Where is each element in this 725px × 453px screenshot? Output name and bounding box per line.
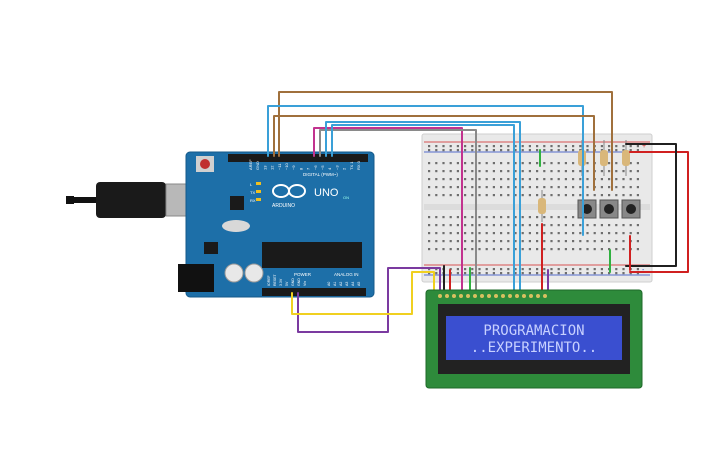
lcd-pin <box>480 294 484 298</box>
digital-pin-label: ~11 <box>277 163 282 170</box>
digital-pin-label: ~10 <box>284 162 289 170</box>
wire-blue-long <box>267 105 584 236</box>
wire-brown-2 <box>273 115 595 191</box>
digital-pin-label: TX 1 <box>349 161 354 170</box>
digital-pin-label: 7 <box>306 167 311 170</box>
analog-pin-label: A0 <box>327 282 331 286</box>
power-pin-label: Vin <box>303 281 307 286</box>
lcd-pin <box>494 294 498 298</box>
status-led <box>256 182 261 185</box>
lcd-pin <box>522 294 526 298</box>
reset-button[interactable] <box>200 159 210 169</box>
wires[interactable] <box>267 91 689 333</box>
power-pin-label: 3.3V <box>279 278 283 286</box>
lcd-pin <box>438 294 442 298</box>
led-label: L <box>250 182 253 187</box>
led-label: TX <box>250 190 255 195</box>
status-led <box>256 198 261 201</box>
digital-pin-label: 2 <box>342 167 347 170</box>
power-jack[interactable] <box>178 264 214 292</box>
lcd-line-2: ..EXPERIMENTO.. <box>471 340 597 356</box>
lcd-16x2[interactable]: PROGRAMACION ..EXPERIMENTO.. <box>425 289 643 389</box>
analog-pin-label: A5 <box>357 282 361 286</box>
lcd-pin <box>473 294 477 298</box>
digital-header <box>228 154 368 162</box>
digital-pin-label: ~3 <box>334 165 339 170</box>
led-label: RX <box>250 198 256 203</box>
digital-pin-label: AREF <box>248 159 253 170</box>
resistor-3[interactable] <box>622 140 630 176</box>
wire-black-gnd <box>625 143 677 267</box>
pushbutton-1[interactable] <box>577 199 597 219</box>
digital-pin-label: ~6 <box>313 165 318 170</box>
lcd-screen <box>446 316 622 360</box>
pushbutton-2[interactable] <box>599 199 619 219</box>
wire-brown-long <box>278 91 613 191</box>
resistor-4[interactable] <box>538 190 546 222</box>
status-led <box>256 190 261 193</box>
digital-label: DIGITAL (PWM~) <box>303 172 338 177</box>
rail-minus-label: - <box>642 267 645 274</box>
analog-pin-label: A4 <box>351 282 355 286</box>
wire-yellow <box>291 271 435 315</box>
digital-pin-label: 8 <box>298 167 303 170</box>
lcd-pin-header <box>438 294 547 298</box>
digital-pin-label: GND <box>255 161 260 170</box>
lcd-pin <box>536 294 540 298</box>
resistor-2[interactable] <box>600 140 608 176</box>
wire-purple <box>297 267 441 333</box>
power-pin-label: GND <box>297 278 301 286</box>
lcd-pin <box>501 294 505 298</box>
arduino-brand-text: ARDUINO <box>272 203 295 209</box>
power-label: POWER <box>294 272 312 277</box>
lcd-pin <box>515 294 519 298</box>
power-analog-header <box>262 288 366 296</box>
digital-pin-label: ~9 <box>291 165 296 170</box>
lcd-pin <box>445 294 449 298</box>
arduino-logo <box>272 184 306 198</box>
wire-red-vcc <box>629 151 689 273</box>
rail-plus-label: + <box>642 143 646 150</box>
lcd-pin <box>459 294 463 298</box>
analog-pin-label: A1 <box>333 282 337 286</box>
digital-pin-label: RX 0 <box>356 160 361 170</box>
lcd-line-1: PROGRAMACION <box>483 323 584 339</box>
digital-pin-label: 12 <box>270 165 275 170</box>
pushbutton-3[interactable] <box>621 199 641 219</box>
lcd-pin <box>452 294 456 298</box>
wire-magenta <box>313 127 463 291</box>
wire-blue-2 <box>325 121 521 291</box>
on-label: ON <box>343 195 349 200</box>
lcd-pin <box>466 294 470 298</box>
atmega-chip <box>262 242 362 268</box>
wire-blue-3 <box>331 124 515 291</box>
lcd-pin <box>543 294 547 298</box>
lcd-pin <box>508 294 512 298</box>
power-pin-label: 5V <box>285 281 289 286</box>
analog-pin-label: A2 <box>339 282 343 286</box>
digital-pin-label: 4 <box>327 167 332 170</box>
crystal <box>222 220 250 232</box>
lcd-pin <box>529 294 533 298</box>
power-pin-label: RESET <box>273 273 277 286</box>
power-pin-label: GND <box>291 278 295 286</box>
digital-pin-label: ~5 <box>320 165 325 170</box>
analog-label: ANALOG IN <box>334 272 359 277</box>
digital-pin-label: 13 <box>262 165 267 170</box>
arduino-model-text: UNO <box>314 187 339 199</box>
arduino-uno-board[interactable]: ARDUINO UNO DIGITAL (PWM~) POWER ANALOG … <box>178 151 375 298</box>
analog-pin-label: A3 <box>345 282 349 286</box>
wire-gray <box>319 129 477 291</box>
lcd-pin <box>487 294 491 298</box>
power-pin-label: IOREF <box>267 275 271 286</box>
